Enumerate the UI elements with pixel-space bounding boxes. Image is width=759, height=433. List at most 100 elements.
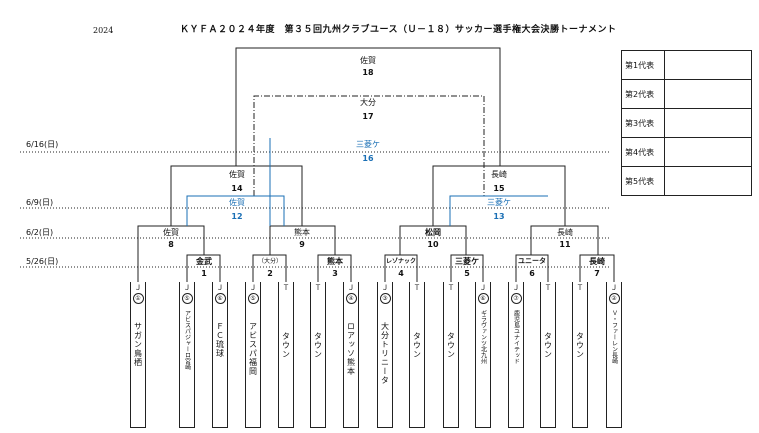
team-box: Ｔ タウン — [572, 282, 588, 428]
team-tag: Ｔ — [314, 284, 322, 292]
rep-label: 第1代表 — [621, 50, 665, 80]
team-name: タウン — [575, 332, 585, 359]
table-row: 第3代表 — [621, 108, 752, 138]
team-name: ロアッソ熊本 — [346, 322, 356, 376]
rep-value — [664, 166, 752, 196]
match-venue: 三菱ケ — [455, 257, 479, 266]
team-seed: ③ — [379, 293, 391, 304]
team-tag: Ｊ — [610, 284, 618, 292]
match-number: 4 — [398, 269, 404, 278]
team-name: タウン — [446, 332, 456, 359]
rep-value — [664, 108, 752, 138]
date-label: 6/2(日) — [26, 228, 54, 237]
rep-label: 第5代表 — [621, 166, 665, 196]
match-number: 17 — [362, 112, 374, 121]
team-box: Ｊ ⑥ ギラヴァンツ北九州 — [475, 282, 491, 428]
table-row: 第1代表 — [621, 50, 752, 80]
match-number: 1 — [201, 269, 207, 278]
team-tag: Ｔ — [576, 284, 584, 292]
team-name: アビスパ福岡 — [248, 322, 258, 376]
match-number: 12 — [231, 212, 243, 221]
match-number: 13 — [493, 212, 505, 221]
match-venue: ユニータ — [518, 257, 546, 265]
team-name: ギラヴァンツ北九州 — [479, 310, 487, 364]
team-name: 大分トリニータ — [380, 322, 390, 385]
page-title: ＫＹＦＡ２０２４年度 第３５回九州クラブユース（Ｕ－１８）サッカー選手権大会決勝… — [180, 25, 617, 35]
rep-label: 第3代表 — [621, 108, 665, 138]
team-seed: ⑤ — [181, 293, 193, 304]
match-venue: 松岡 — [425, 228, 441, 237]
team-seed: ① — [132, 293, 144, 304]
representatives-table: 第1代表 第2代表 第3代表 第4代表 第5代表 — [621, 50, 752, 196]
team-box: Ｔ タウン — [278, 282, 294, 428]
match-venue: 三菱ケ — [487, 198, 511, 207]
team-box: Ｔ タウン — [540, 282, 556, 428]
team-tag: Ｊ — [512, 284, 520, 292]
team-tag: Ｔ — [282, 284, 290, 292]
match-number: 2 — [267, 269, 273, 278]
match-number: 5 — [464, 269, 470, 278]
match-venue: 熊本 — [327, 257, 343, 266]
match-number: 15 — [493, 184, 505, 193]
match-number: 3 — [332, 269, 338, 278]
team-box: Ｊ ① サガン鳥栖 — [130, 282, 146, 428]
team-seed: ⑥ — [214, 293, 226, 304]
match-venue: 三菱ケ — [356, 140, 380, 149]
team-tag: Ｊ — [216, 284, 224, 292]
match-venue: 熊本 — [294, 228, 310, 237]
team-seed: ④ — [345, 293, 357, 304]
team-name: 鹿児島ユナイテッド — [512, 310, 520, 364]
rep-value — [664, 79, 752, 109]
table-row: 第2代表 — [621, 79, 752, 109]
team-seed: ② — [608, 293, 620, 304]
team-name: Ｖ・ファーレン長崎 — [610, 310, 618, 364]
year-label: 2024 — [93, 26, 114, 35]
team-name: アビスパジャーロ宮崎 — [183, 310, 191, 370]
match-number: 10 — [427, 240, 439, 249]
team-tag: Ｔ — [413, 284, 421, 292]
match-number: 11 — [559, 240, 571, 249]
team-name: タウン — [543, 332, 553, 359]
match-venue: （大分） — [257, 258, 283, 265]
table-row: 第4代表 — [621, 137, 752, 167]
team-name: タウン — [412, 332, 422, 359]
team-tag: Ｊ — [183, 284, 191, 292]
team-box: Ｊ ② Ｖ・ファーレン長崎 — [606, 282, 622, 428]
team-box: Ｊ ⑤ アビスパ福岡 — [245, 282, 261, 428]
date-label: 6/16(日) — [26, 140, 59, 149]
team-name: タウン — [281, 332, 291, 359]
table-row: 第5代表 — [621, 166, 752, 196]
team-tag: Ｊ — [381, 284, 389, 292]
rep-label: 第2代表 — [621, 79, 665, 109]
match-venue: 金武 — [196, 257, 212, 266]
team-tag: Ｊ — [249, 284, 257, 292]
team-seed: ⑥ — [477, 293, 489, 304]
match-venue: 佐賀 — [163, 228, 179, 237]
team-box: Ｔ タウン — [443, 282, 459, 428]
team-seed: ⑦ — [510, 293, 522, 304]
team-box: Ｔ タウン — [310, 282, 326, 428]
team-box: Ｊ ⑤ アビスパジャーロ宮崎 — [179, 282, 195, 428]
team-tag: Ｔ — [544, 284, 552, 292]
match-venue: 大分 — [360, 98, 376, 107]
match-venue: 長崎 — [491, 170, 507, 179]
date-label: 5/26(日) — [26, 257, 59, 266]
team-tag: Ｊ — [479, 284, 487, 292]
match-venue: 佐賀 — [229, 198, 245, 207]
match-number: 16 — [362, 154, 374, 163]
team-tag: Ｔ — [447, 284, 455, 292]
team-name: タウン — [313, 332, 323, 359]
team-box: Ｊ ⑥ ＦＣ琉球 — [212, 282, 228, 428]
match-venue: レゾナック — [385, 258, 417, 265]
match-venue: 佐賀 — [360, 56, 376, 65]
team-tag: Ｊ — [347, 284, 355, 292]
match-number: 14 — [231, 184, 243, 193]
rep-label: 第4代表 — [621, 137, 665, 167]
match-venue: 長崎 — [557, 228, 573, 237]
team-box: Ｊ ④ ロアッソ熊本 — [343, 282, 359, 428]
rep-value — [664, 137, 752, 167]
match-number: 18 — [362, 68, 374, 77]
match-number: 9 — [299, 240, 305, 249]
team-seed: ⑤ — [247, 293, 259, 304]
